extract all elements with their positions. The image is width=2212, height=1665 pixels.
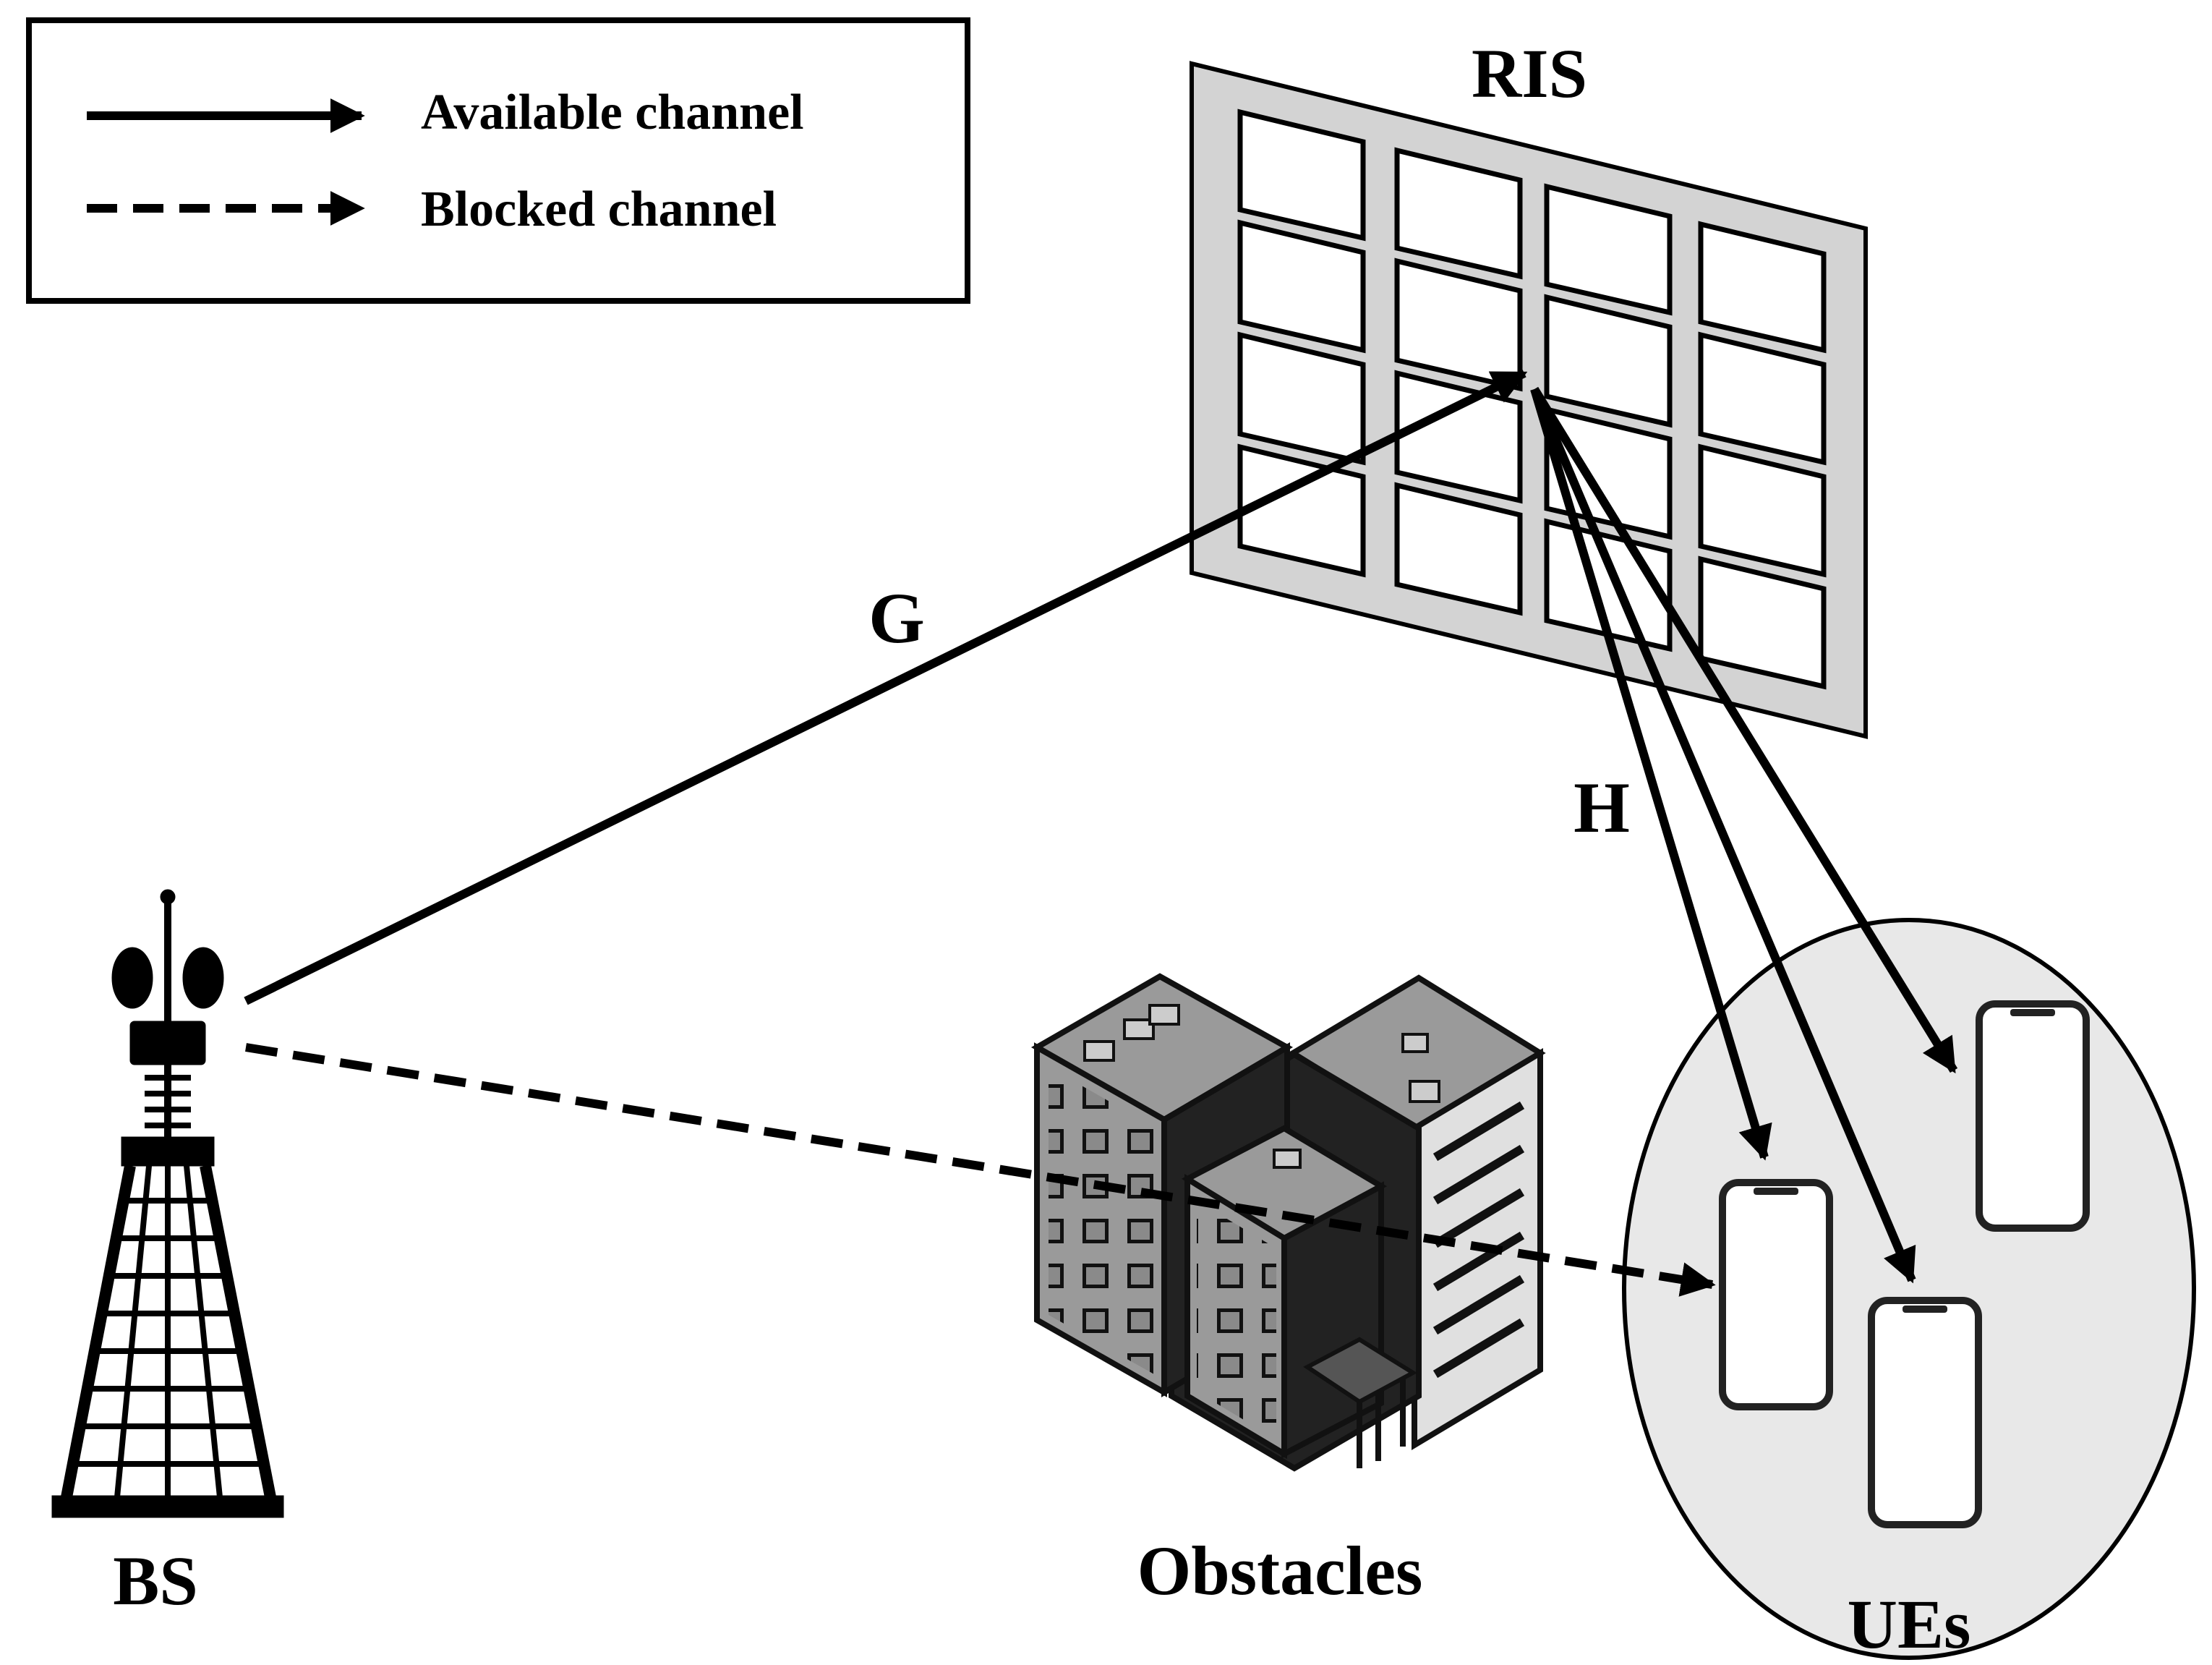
g-label: G <box>868 578 925 658</box>
legend-blocked-label: Blocked channel <box>421 182 777 237</box>
channel-g <box>244 369 1528 1005</box>
ris-panel <box>1190 61 1868 739</box>
ue-phone-3 <box>1976 1000 2090 1232</box>
bs-tower-icon <box>51 889 284 1518</box>
ues-label: UEs <box>1848 1585 1971 1663</box>
blocked-channel <box>245 1043 1716 1297</box>
ue-phone-1 <box>1719 1179 1833 1410</box>
legend-box: Available channel Blocked channel <box>26 17 970 304</box>
obstacle-buildings-icon <box>1030 973 1546 1472</box>
ue-phone-2 <box>1868 1297 1982 1528</box>
h-label: H <box>1573 767 1630 848</box>
ris-label: RIS <box>1472 35 1587 112</box>
channel-h <box>1530 386 1958 1284</box>
ris-elements <box>1237 108 1827 690</box>
ue-region <box>1622 918 2196 1660</box>
legend-available-label: Available channel <box>421 85 804 140</box>
obstacles-label: Obstacles <box>1137 1532 1423 1609</box>
bs-label: BS <box>113 1542 197 1619</box>
